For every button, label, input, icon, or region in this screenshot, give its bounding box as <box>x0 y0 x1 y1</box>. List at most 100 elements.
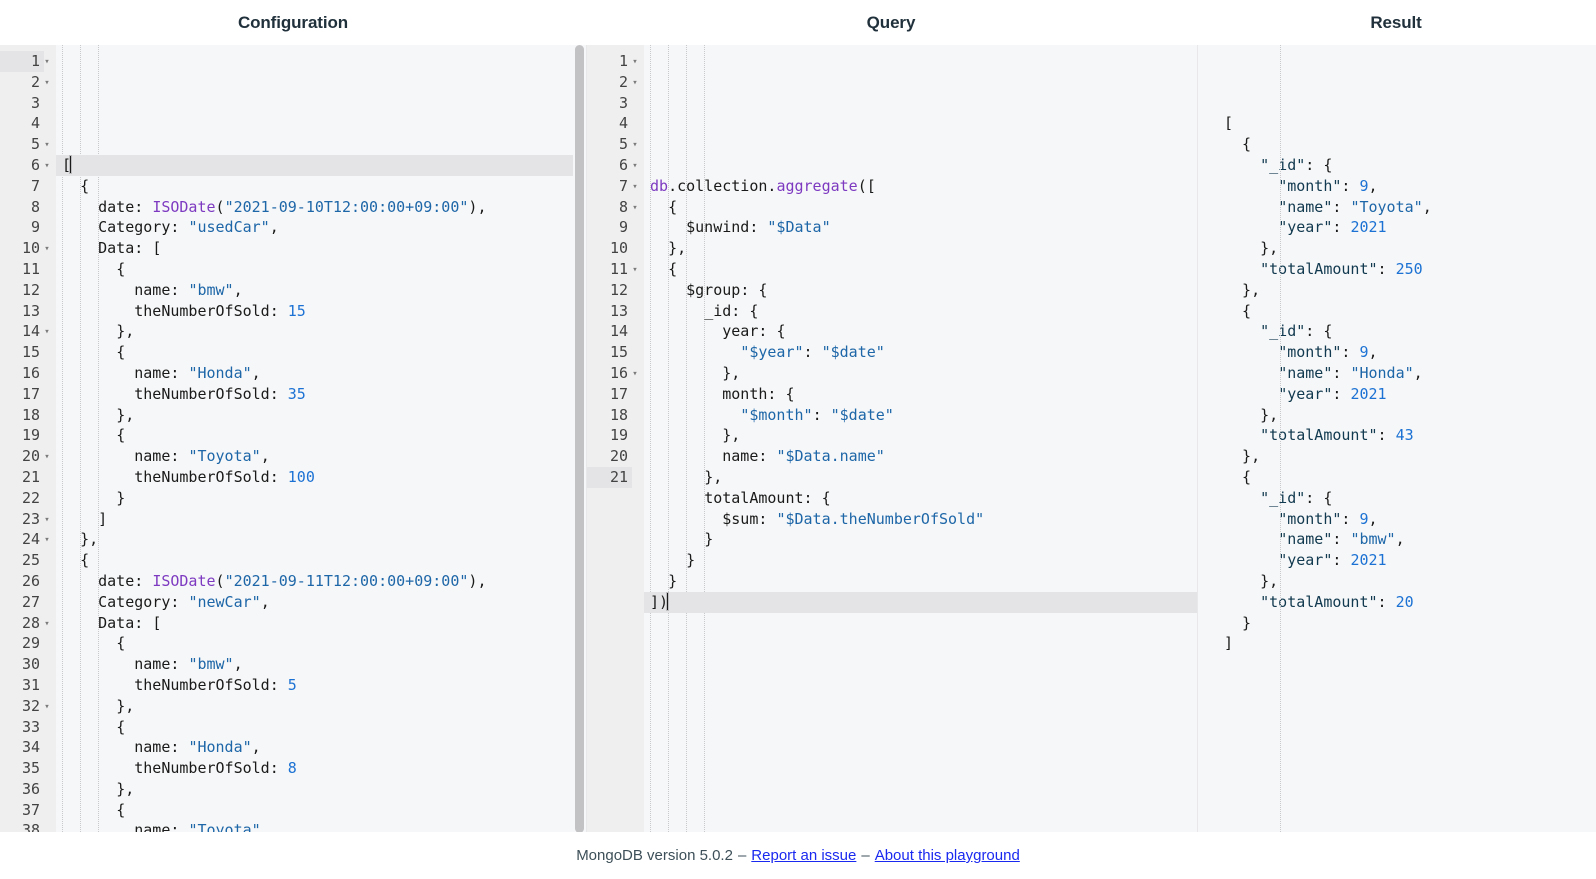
code-line[interactable]: name: "$Data.name" <box>722 447 885 466</box>
fold-arrow-icon[interactable]: ▾ <box>632 160 638 171</box>
fold-arrow-icon[interactable]: ▾ <box>632 264 638 275</box>
configuration-scrollbar[interactable] <box>573 45 586 832</box>
code-line[interactable]: Category: "usedCar", <box>98 218 279 237</box>
code-line[interactable]: Data: [ <box>98 239 162 258</box>
line-number[interactable]: 29 <box>21 634 40 653</box>
line-number[interactable]: 21 <box>587 466 632 488</box>
line-number[interactable]: 9 <box>30 218 40 237</box>
report-an-issue-link[interactable]: Report an issue <box>751 847 857 864</box>
configuration-editor[interactable]: [ { date: ISODate("2021-09-10T12:00:00+0… <box>56 45 586 832</box>
code-line[interactable]: theNumberOfSold: 35 <box>134 384 306 403</box>
code-line[interactable]: } <box>668 571 678 590</box>
line-number[interactable]: 3 <box>618 93 628 112</box>
code-line[interactable]: }, <box>722 363 741 382</box>
line-number[interactable]: 34 <box>21 738 40 757</box>
line-number[interactable]: 20 <box>609 447 628 466</box>
line-number[interactable]: 4 <box>30 114 40 133</box>
code-line[interactable]: _id: { <box>704 301 759 320</box>
about-this-playground-link[interactable]: About this playground <box>874 847 1020 864</box>
fold-arrow-icon[interactable]: ▾ <box>44 244 50 255</box>
line-number[interactable]: 31 <box>21 675 40 694</box>
code-line[interactable]: date: ISODate("2021-09-10T12:00:00+09:00… <box>98 197 487 216</box>
line-number[interactable]: 11 <box>21 259 40 278</box>
line-number[interactable]: 9 <box>618 218 628 237</box>
code-line[interactable]: }, <box>668 239 687 258</box>
line-number[interactable]: 2▾ <box>587 72 638 93</box>
line-number[interactable]: 19 <box>21 426 40 445</box>
line-number[interactable]: 33 <box>21 717 40 736</box>
line-number[interactable]: 1▾ <box>0 51 50 72</box>
line-number[interactable]: 38 <box>21 821 40 832</box>
line-number[interactable]: 3 <box>30 93 40 112</box>
line-number[interactable]: 21 <box>21 467 40 486</box>
line-number[interactable]: 6▾ <box>587 155 638 176</box>
line-number[interactable]: 1▾ <box>587 51 638 72</box>
fold-arrow-icon[interactable]: ▾ <box>44 57 50 67</box>
line-number[interactable]: 4 <box>618 114 628 133</box>
line-number[interactable]: 15 <box>21 343 40 362</box>
line-number[interactable]: 6▾ <box>0 155 50 176</box>
line-number[interactable]: 22 <box>21 488 40 507</box>
code-line[interactable]: } <box>116 488 126 507</box>
line-number[interactable]: 23▾ <box>0 509 50 530</box>
code-line[interactable]: { <box>80 176 90 195</box>
line-number[interactable]: 8 <box>30 197 40 216</box>
result-pane[interactable]: [ { "_id": { "month": 9, "name": "Toyota… <box>1197 45 1596 832</box>
line-number[interactable]: 37 <box>21 800 40 819</box>
code-line[interactable]: } <box>686 551 696 570</box>
code-line[interactable]: }, <box>116 696 135 715</box>
line-number[interactable]: 2▾ <box>0 72 50 93</box>
code-line[interactable]: }, <box>722 426 741 445</box>
fold-arrow-icon[interactable]: ▾ <box>44 618 50 629</box>
code-line[interactable]: "$year": "$date" <box>740 343 885 362</box>
line-number[interactable]: 10 <box>609 239 628 258</box>
line-number[interactable]: 12 <box>609 280 628 299</box>
fold-arrow-icon[interactable]: ▾ <box>44 535 50 546</box>
line-number[interactable]: 32▾ <box>0 696 50 717</box>
query-editor[interactable]: db.collection.aggregate([ { $unwind: "$D… <box>644 45 1197 832</box>
line-number[interactable]: 25 <box>21 551 40 570</box>
code-line[interactable]: ] <box>98 509 108 528</box>
fold-arrow-icon[interactable]: ▾ <box>632 57 638 67</box>
code-line[interactable]: Data: [ <box>98 613 162 632</box>
line-number[interactable]: 10▾ <box>0 238 50 259</box>
fold-arrow-icon[interactable]: ▾ <box>44 514 50 525</box>
line-number[interactable]: 36 <box>21 779 40 798</box>
line-number[interactable]: 13 <box>609 301 628 320</box>
code-line[interactable]: month: { <box>722 384 795 403</box>
code-line[interactable]: theNumberOfSold: 15 <box>134 301 306 320</box>
code-line[interactable]: name: "bmw", <box>134 280 243 299</box>
code-line[interactable]: } <box>704 530 714 549</box>
line-number[interactable]: 16▾ <box>587 363 638 384</box>
code-line[interactable]: }, <box>116 405 135 424</box>
line-number[interactable]: 5▾ <box>0 134 50 155</box>
code-line[interactable]: name: "bmw", <box>134 655 243 674</box>
code-line[interactable]: { <box>668 259 678 278</box>
line-number[interactable]: 28▾ <box>0 613 50 634</box>
code-line[interactable]: totalAmount: { <box>704 488 831 507</box>
code-line[interactable]: [ <box>56 154 586 176</box>
code-line[interactable]: { <box>116 800 126 819</box>
code-line[interactable]: theNumberOfSold: 100 <box>134 467 315 486</box>
code-line[interactable]: theNumberOfSold: 8 <box>134 759 297 778</box>
code-line[interactable]: "$month": "$date" <box>740 405 894 424</box>
line-number[interactable]: 18 <box>609 405 628 424</box>
code-line[interactable]: name: "Honda", <box>134 738 261 757</box>
code-line[interactable]: ]) <box>644 591 1197 613</box>
code-line[interactable]: }, <box>116 322 135 341</box>
line-number[interactable]: 24▾ <box>0 529 50 550</box>
code-line[interactable]: theNumberOfSold: 5 <box>134 675 297 694</box>
fold-arrow-icon[interactable]: ▾ <box>632 202 638 213</box>
code-line[interactable]: Category: "newCar", <box>98 592 270 611</box>
code-line[interactable]: { <box>116 634 126 653</box>
line-number[interactable]: 7▾ <box>587 176 638 197</box>
line-number[interactable]: 14▾ <box>0 321 50 342</box>
line-number[interactable]: 11▾ <box>587 259 638 280</box>
fold-arrow-icon[interactable]: ▾ <box>44 327 50 338</box>
code-line[interactable]: name: "Toyota", <box>134 821 270 832</box>
line-number[interactable]: 27 <box>21 592 40 611</box>
code-line[interactable]: }, <box>704 467 723 486</box>
